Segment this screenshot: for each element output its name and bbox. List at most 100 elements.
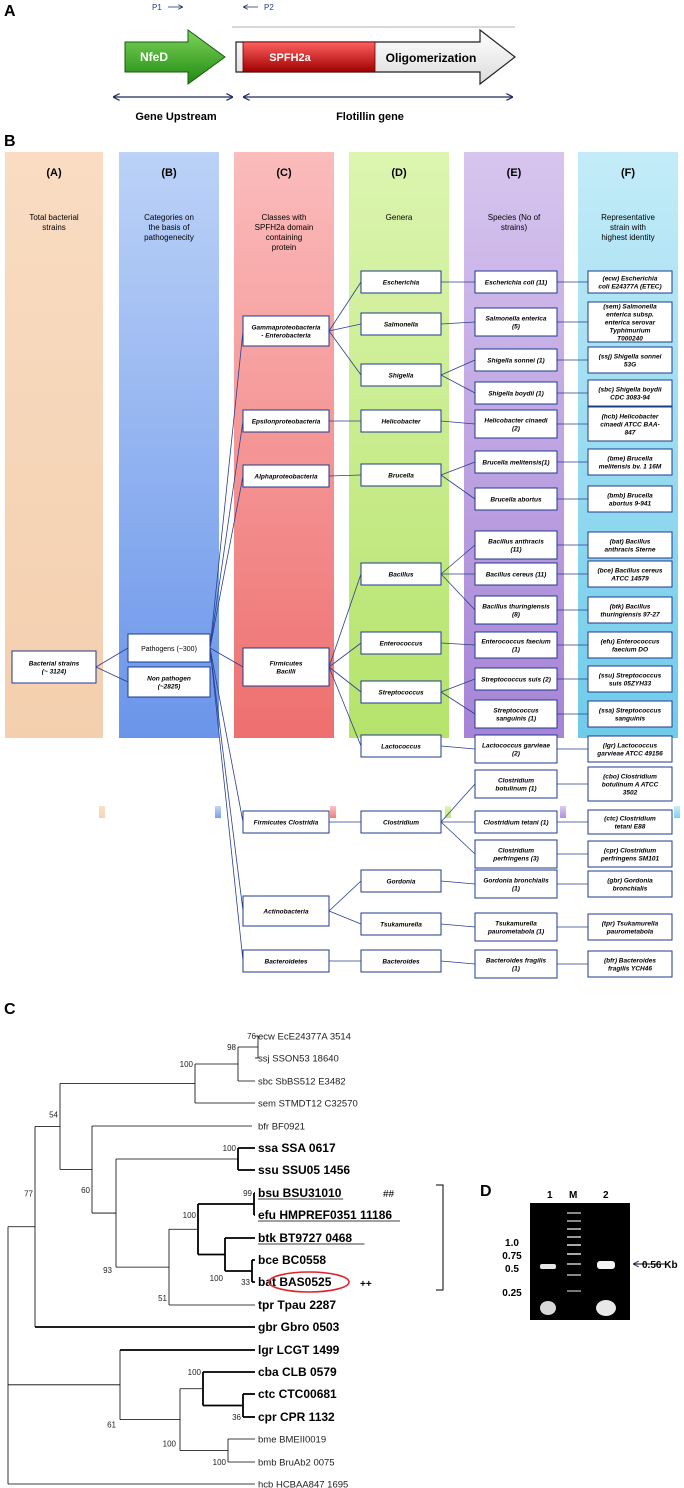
leaf-hcb-label: hcb HCBAA847 1695	[258, 1480, 348, 1488]
bootstrap-61: 61	[107, 1421, 116, 1430]
species-8-box	[474, 530, 558, 560]
lane-m-label: M	[569, 1190, 577, 1201]
ladder-1-0: 1.0	[505, 1238, 519, 1249]
leaf-btk-label: btk BT9727 0468	[258, 1231, 352, 1245]
species-20-label: Bacteroides fragilis(1)	[486, 958, 547, 973]
edge-class-genus-8	[328, 666, 362, 693]
leaf-gbr-label: gbr Gbro 0503	[258, 1320, 340, 1334]
edge-path-class-5	[209, 647, 244, 823]
edge-genus-species-18	[440, 880, 476, 885]
gene-upstream-label: Gene Upstream	[135, 111, 217, 123]
bootstrap-54: 54	[49, 1111, 58, 1120]
strain-12-box	[587, 665, 673, 693]
edge-genus-species-13	[440, 691, 476, 715]
species-10-label: Bacillus thuringiensis(8)	[482, 604, 550, 619]
class-7-label: Bacteroidetes	[265, 959, 308, 966]
class-2-label: Epsilonproteobacteria	[252, 419, 321, 426]
genus-2-label: Salmonella	[384, 322, 419, 329]
edge-genus-species-10	[440, 573, 476, 611]
bat-mark: ++	[360, 1279, 372, 1290]
species-15-box	[474, 769, 558, 799]
panel-b-letter: B	[4, 133, 16, 150]
column-2-letter: (B)	[161, 167, 177, 179]
lane-2-label: 2	[603, 1190, 609, 1201]
edge-path-class-1	[209, 330, 244, 649]
ladder-0-25: 0.25	[502, 1288, 522, 1299]
genus-11-label: Gordonia	[387, 879, 416, 886]
species-4-label: Shigella boydii (1)	[488, 391, 544, 398]
species-14-label: Lactococcus garvieae(2)	[482, 743, 550, 758]
edge-genus-species-19	[440, 923, 476, 928]
edge-path-class-2	[209, 420, 244, 649]
leaf-bfr-label: bfr BF0921	[258, 1122, 305, 1133]
edge-class-genus-6	[328, 573, 362, 668]
panel-c-letter: C	[4, 1001, 16, 1018]
genus-4-label: Helicobacter	[381, 419, 420, 426]
lane-2-primer-dimer	[596, 1300, 616, 1316]
edge-genus-species-17	[440, 821, 476, 855]
strain-8-box	[587, 531, 673, 559]
bacterial-strains-label: Bacterial strains(~ 3124)	[29, 661, 80, 676]
leaf-bmb-label: bmb BruAb2 0075	[258, 1458, 335, 1469]
species-11-label: Enterococcus faecium(1)	[481, 639, 551, 654]
column-1-band	[5, 152, 103, 738]
column-1-tab	[99, 806, 105, 818]
non-pathogen-box	[127, 666, 211, 698]
species-16-label: Clostridium tetani (1)	[483, 820, 548, 827]
column-3-band	[234, 152, 334, 738]
column-4-letter: (D)	[391, 167, 407, 179]
edge-bact-path	[95, 647, 129, 668]
edge-class-genus-12	[328, 910, 362, 925]
leaf-bce-label: bce BC0558	[258, 1253, 326, 1267]
strain-2-box	[587, 301, 673, 343]
oligomerization-label: Oligomerization	[386, 51, 477, 65]
edge-class-genus-2	[328, 323, 362, 332]
bootstrap-99: 99	[243, 1189, 252, 1198]
species-7-label: Brucella abortus	[490, 497, 542, 504]
column-6-letter: (F)	[621, 167, 635, 179]
leaf-ctc-label: ctc CTC00681	[258, 1387, 337, 1401]
bootstrap-100-bru: 100	[213, 1458, 227, 1467]
genus-10-label: Clostridium	[383, 820, 419, 827]
leaf-sem-label: sem STMDT12 C32570	[258, 1099, 358, 1110]
strain-11-box	[587, 631, 673, 659]
genus-13-label: Bacteroides	[382, 959, 420, 966]
strain-20-box	[587, 950, 673, 978]
leaf-bsu-label: bsu BSU31010	[258, 1186, 342, 1200]
edge-genus-species-7	[440, 474, 476, 500]
edge-path-class-3	[209, 475, 244, 649]
genus-5-label: Brucella	[388, 473, 414, 480]
edge-genus-species-11	[440, 642, 476, 646]
nfed-gene-arrow	[124, 29, 226, 85]
edge-class-genus-9	[328, 666, 362, 747]
nfed-gene-label: NfeD	[140, 50, 168, 64]
edge-genus-species-8	[440, 544, 476, 575]
class-6-label: Actinobacteria	[262, 909, 309, 916]
genus-6-label: Bacillus	[389, 572, 414, 579]
primer-p2-label: P2	[264, 3, 274, 12]
column-4-title: Genera	[386, 213, 413, 222]
leaf-bat-label: bat BAS0525	[258, 1275, 332, 1289]
bootstrap-100-clo: 100	[188, 1368, 202, 1377]
bootstrap-100-btk: 100	[210, 1274, 224, 1283]
leaf-ecw-label: ecw EcE24377A 3514	[258, 1032, 351, 1043]
class-3-label: Alphaproteobacteria	[253, 474, 318, 481]
